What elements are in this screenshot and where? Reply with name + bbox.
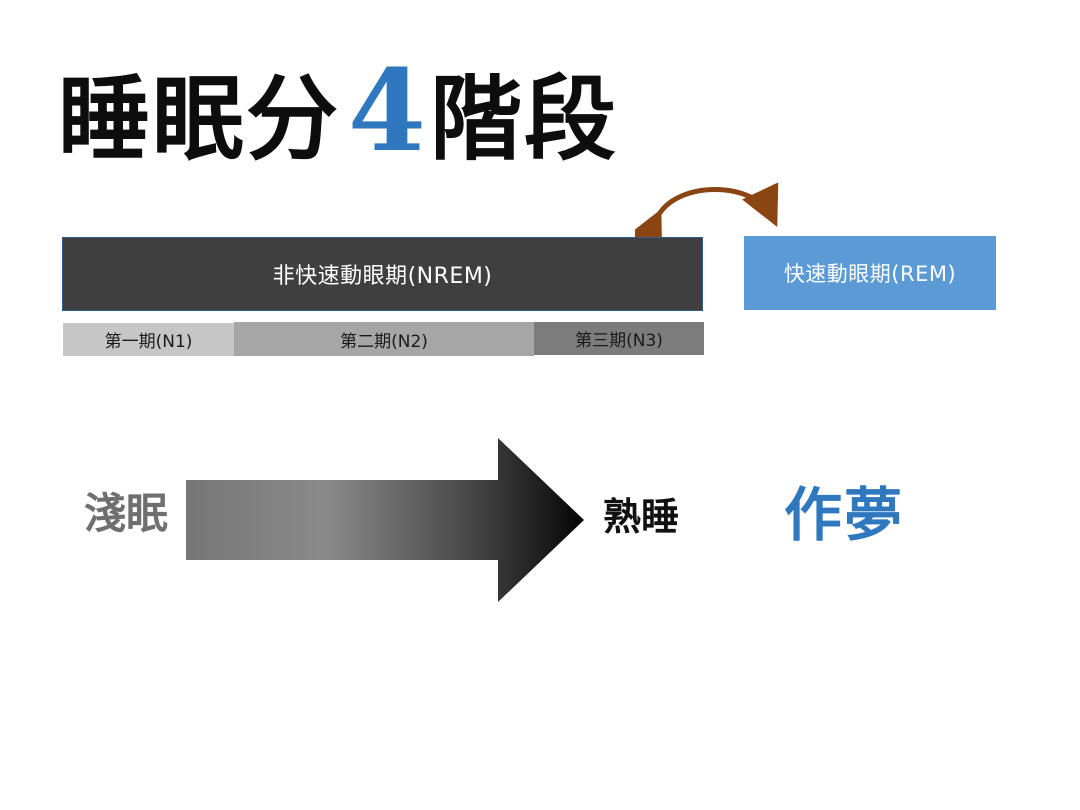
title-text-2: 階段 (429, 66, 618, 173)
stage-n2: 第二期(N2) (234, 322, 534, 356)
title-number: 4 (348, 46, 426, 177)
deep-sleep-label: 熟睡 (603, 495, 680, 539)
nrem-bar: 非快速動眼期(NREM) (62, 237, 703, 311)
stage-n3: 第三期(N3) (534, 322, 704, 355)
light-sleep-label: 淺眠 (84, 489, 169, 538)
stage-n1: 第一期(N1) (63, 323, 234, 356)
cycle-arrow-icon (635, 182, 779, 240)
rem-box: 快速動眼期(REM) (744, 236, 996, 310)
page-title: 睡眠分 4 階段 (58, 46, 618, 177)
title-text-1: 睡眠分 (58, 66, 341, 173)
depth-arrow-icon (186, 438, 584, 602)
dream-label: 作夢 (784, 481, 905, 549)
